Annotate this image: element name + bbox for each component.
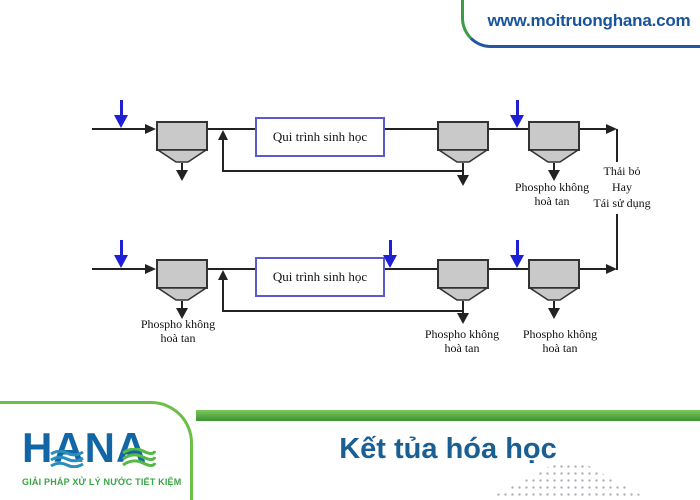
logo-tagline: GIẢI PHÁP XỬ LÝ NƯỚC TIẾT KIỆM (22, 477, 182, 487)
insoluble-phosphorus-label: Phospho không hoà tan (522, 327, 598, 355)
chemical-dose-arrow-icon (510, 100, 524, 128)
clarifier-tank (437, 259, 489, 301)
sludge-arrow-icon (457, 301, 469, 324)
recycle-line (222, 170, 463, 172)
sludge-arrow-icon (176, 163, 188, 181)
flow-line (489, 128, 529, 130)
recycle-junction-arrowhead-icon (218, 270, 228, 280)
sludge-arrow-icon (548, 301, 560, 319)
chemical-dose-arrow-icon (114, 100, 128, 128)
flow-line (489, 268, 529, 270)
clarifier-tank (437, 121, 489, 163)
bio-process-label: Qui trình sinh học (272, 269, 368, 284)
recycle-line (222, 140, 224, 172)
clarifier-tank (528, 259, 580, 301)
recycle-junction-arrowhead-icon (218, 130, 228, 140)
flow-line (385, 128, 437, 130)
leaf-waves-icon (122, 448, 156, 467)
insoluble-phosphorus-label: Phospho không hoà tan (514, 180, 590, 208)
clarifier-tank (156, 259, 208, 301)
outlet-arrowhead-icon (606, 124, 617, 134)
bio-process-label: Qui trình sinh học (272, 129, 368, 144)
halftone-dots (488, 463, 648, 499)
inlet-arrowhead-icon (145, 264, 156, 274)
flow-line (580, 128, 608, 130)
site-url: www.moitruonghana.com (487, 10, 691, 30)
chemical-dose-arrow-icon (510, 240, 524, 268)
outlet-line (616, 129, 618, 162)
outlet-arrowhead-icon (606, 264, 617, 274)
site-url-tab: www.moitruonghana.com (461, 0, 700, 48)
sludge-arrow-icon (176, 301, 188, 319)
insoluble-phosphorus-label: Phospho không hoà tan (140, 317, 216, 345)
chemical-dose-arrow-icon (114, 240, 128, 268)
insoluble-phosphorus-label: Phospho không hoà tan (424, 327, 500, 355)
outlet-label: Thải bỏ Hay Tái sử dụng (593, 164, 651, 210)
flow-line (208, 268, 256, 270)
bio-process-box: Qui trình sinh học (255, 257, 385, 297)
flow-line (580, 268, 608, 270)
clarifier-tank (156, 121, 208, 163)
flow-line (92, 128, 147, 130)
bio-process-box: Qui trình sinh học (255, 117, 385, 157)
chemical-dose-arrow-icon (383, 240, 397, 268)
inlet-arrowhead-icon (145, 124, 156, 134)
sludge-arrow-icon (548, 163, 560, 181)
recycle-line (222, 310, 463, 312)
page-title: Kết tủa hóa học (339, 433, 557, 465)
flow-line (208, 128, 256, 130)
outlet-line (616, 214, 618, 270)
recycle-line (222, 280, 224, 312)
hana-logo: HANA (22, 426, 172, 470)
flow-line (92, 268, 147, 270)
water-waves-icon (50, 450, 84, 468)
sludge-arrow-icon (457, 163, 469, 186)
clarifier-tank (528, 121, 580, 163)
logo-card-border (0, 401, 193, 500)
flow-line (385, 268, 437, 270)
footer-green-bar (196, 410, 700, 421)
